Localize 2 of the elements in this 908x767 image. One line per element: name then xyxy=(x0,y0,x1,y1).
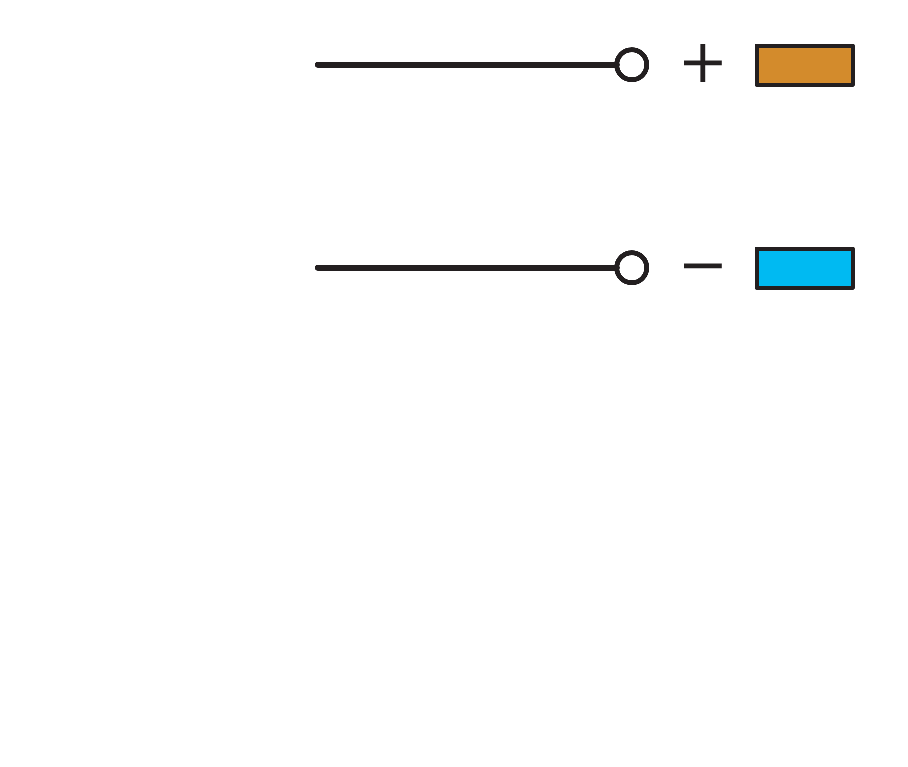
polarity-sign: + xyxy=(678,32,728,92)
polarity-sign: − xyxy=(678,235,728,295)
